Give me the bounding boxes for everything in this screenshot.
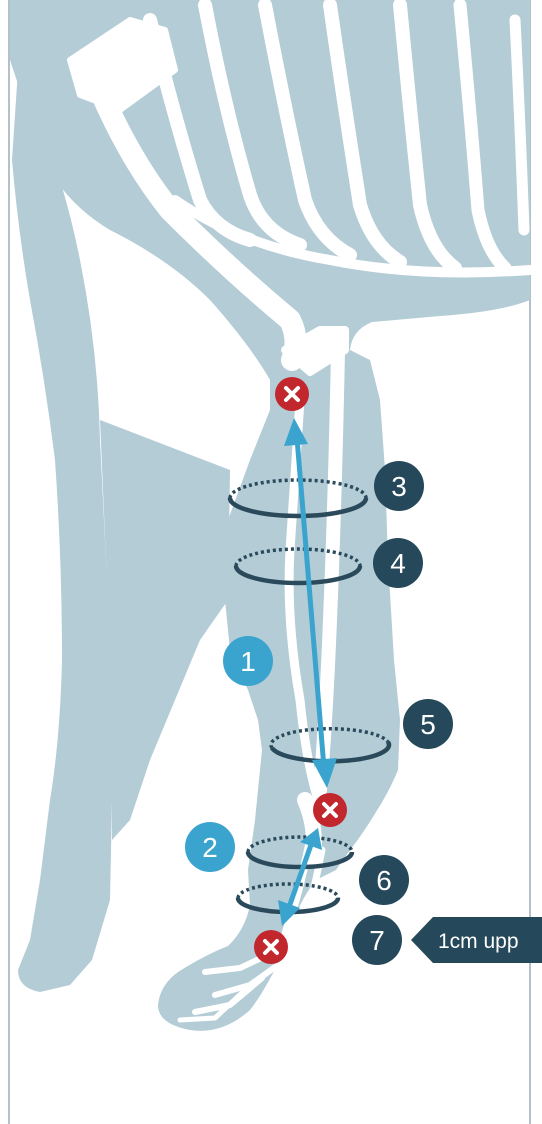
badge-7: 7 xyxy=(352,915,402,965)
svg-text:7: 7 xyxy=(369,925,385,956)
svg-text:5: 5 xyxy=(420,709,436,740)
callout-text: 1cm upp xyxy=(438,930,519,953)
svg-text:2: 2 xyxy=(202,832,218,863)
far-leg-bridge xyxy=(100,420,230,840)
x-marker-icon xyxy=(275,377,309,411)
svg-text:6: 6 xyxy=(376,865,392,896)
badge-6: 6 xyxy=(359,855,409,905)
svg-text:3: 3 xyxy=(391,471,407,502)
badge-2: 2 xyxy=(185,822,235,872)
badge-3: 3 xyxy=(374,461,424,511)
x-marker-icon xyxy=(254,930,288,964)
svg-text:1: 1 xyxy=(240,646,256,677)
callout-tag: 1cm upp xyxy=(411,917,542,963)
badge-5: 5 xyxy=(403,699,453,749)
badge-1: 1 xyxy=(223,636,273,686)
badge-4: 4 xyxy=(373,538,423,588)
x-marker-icon xyxy=(313,793,347,827)
svg-text:4: 4 xyxy=(390,548,406,579)
